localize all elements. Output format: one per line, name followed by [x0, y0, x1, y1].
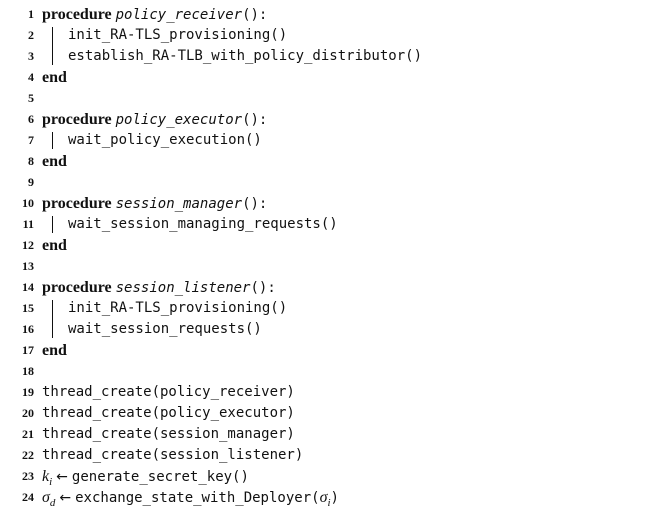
blank-line: 13 — [0, 256, 671, 277]
procedure-name: policy_receiver — [115, 7, 243, 23]
line-number: 7 — [28, 133, 34, 147]
algorithm-line: 7 wait_policy_execution() — [0, 130, 671, 151]
algorithm-line: 1 procedure policy_receiver(): — [0, 4, 671, 25]
line-number: 8 — [28, 154, 34, 168]
line-number: 22 — [22, 448, 34, 462]
procedure-keyword: procedure — [42, 6, 112, 23]
algorithm-line: 11 wait_session_managing_requests() — [0, 214, 671, 235]
line-number: 5 — [28, 91, 34, 105]
algorithm-line: 21 thread_create(session_manager) — [0, 424, 671, 445]
line-number: 17 — [22, 343, 34, 357]
algorithm-line: 8 end — [0, 151, 671, 172]
math-argument: σi — [319, 489, 331, 510]
procedure-header: procedure policy_executor(): — [42, 109, 267, 131]
assign-arrow-icon: ← — [59, 490, 72, 506]
algorithm-line: 2 init_RA-TLS_provisioning() — [0, 25, 671, 46]
procedure-header: procedure policy_receiver(): — [42, 4, 267, 26]
algorithm-line: 4 end — [0, 67, 671, 88]
line-number: 19 — [22, 385, 34, 399]
algorithm-line: 12 end — [0, 235, 671, 256]
line-number: 9 — [28, 175, 34, 189]
algorithm-line: 6 procedure policy_executor(): — [0, 109, 671, 130]
procedure-keyword: procedure — [42, 111, 112, 128]
algorithm-line: 17 end — [0, 340, 671, 361]
algorithm-line: 22 thread_create(session_listener) — [0, 445, 671, 466]
line-number: 15 — [22, 301, 34, 315]
algorithm-line: 16 wait_session_requests() — [0, 319, 671, 340]
line-number: 13 — [22, 259, 34, 273]
thread-create-statement: thread_create(policy_executor) — [42, 405, 295, 421]
procedure-statement: init_RA-TLS_provisioning() — [68, 300, 288, 316]
procedure-params: (): — [242, 7, 268, 23]
algorithm-line: 23 ki ← generate_secret_key() — [0, 466, 671, 488]
scope-bar — [52, 216, 53, 233]
math-variable: ki — [42, 468, 53, 489]
line-number: 6 — [28, 112, 34, 126]
closing-paren: ) — [330, 490, 339, 506]
thread-create-statement: thread_create(policy_receiver) — [42, 384, 295, 400]
end-keyword: end — [42, 237, 67, 254]
thread-create-statement: thread_create(session_manager) — [42, 426, 295, 442]
procedure-params: (): — [242, 196, 268, 212]
line-number: 14 — [22, 280, 34, 294]
procedure-statement: wait_session_managing_requests() — [68, 216, 338, 232]
state-exchange-assignment: σd ← exchange_state_with_Deployer(σi) — [42, 487, 339, 514]
end-keyword: end — [42, 69, 67, 86]
line-number: 12 — [22, 238, 34, 252]
line-number: 18 — [22, 364, 34, 378]
thread-create-statement: thread_create(session_listener) — [42, 447, 304, 463]
algorithm-line: 19 thread_create(policy_receiver) — [0, 382, 671, 403]
procedure-name: policy_executor — [115, 112, 243, 128]
procedure-header: procedure session_listener(): — [42, 277, 276, 299]
procedure-keyword: procedure — [42, 195, 112, 212]
procedure-keyword: procedure — [42, 279, 112, 296]
line-number: 20 — [22, 406, 34, 420]
procedure-params: (): — [242, 112, 268, 128]
line-number: 21 — [22, 427, 34, 441]
line-number: 4 — [28, 70, 34, 84]
line-number: 3 — [28, 49, 34, 63]
blank-line: 5 — [0, 88, 671, 109]
math-variable: σd — [42, 489, 56, 510]
line-number: 16 — [22, 322, 34, 336]
procedure-params: (): — [250, 280, 276, 296]
procedure-statement: wait_session_requests() — [68, 321, 262, 337]
procedure-statement: init_RA-TLS_provisioning() — [68, 27, 288, 43]
procedure-header: procedure session_manager(): — [42, 193, 267, 215]
procedure-statement: wait_policy_execution() — [68, 132, 262, 148]
algorithm-listing: 1 procedure policy_receiver(): 2 init_RA… — [0, 4, 671, 509]
line-number: 1 — [28, 7, 34, 21]
algorithm-line: 24 σd ← exchange_state_with_Deployer(σi) — [0, 487, 671, 509]
scope-bar — [52, 300, 53, 338]
assign-arrow-icon: ← — [56, 469, 68, 485]
scope-bar — [52, 27, 53, 65]
algorithm-line: 15 init_RA-TLS_provisioning() — [0, 298, 671, 319]
line-number: 23 — [22, 469, 34, 483]
function-call: generate_secret_key() — [71, 469, 249, 485]
procedure-statement: establish_RA-TLB_with_policy_distributor… — [68, 48, 423, 64]
secret-key-assignment: ki ← generate_secret_key() — [42, 466, 249, 493]
blank-line: 18 — [0, 361, 671, 382]
algorithm-line: 10 procedure session_manager(): — [0, 193, 671, 214]
end-keyword: end — [42, 342, 67, 359]
line-number: 24 — [22, 490, 34, 504]
procedure-name: session_manager — [115, 196, 243, 212]
blank-line: 9 — [0, 172, 671, 193]
algorithm-line: 14 procedure session_listener(): — [0, 277, 671, 298]
scope-bar — [52, 132, 53, 149]
line-number: 11 — [22, 217, 34, 231]
algorithm-line: 20 thread_create(policy_executor) — [0, 403, 671, 424]
end-keyword: end — [42, 153, 67, 170]
procedure-name: session_listener — [115, 280, 251, 296]
algorithm-line: 3 establish_RA-TLB_with_policy_distribut… — [0, 46, 671, 67]
function-call: exchange_state_with_Deployer( — [75, 490, 320, 506]
line-number: 10 — [22, 196, 34, 210]
line-number: 2 — [28, 28, 34, 42]
